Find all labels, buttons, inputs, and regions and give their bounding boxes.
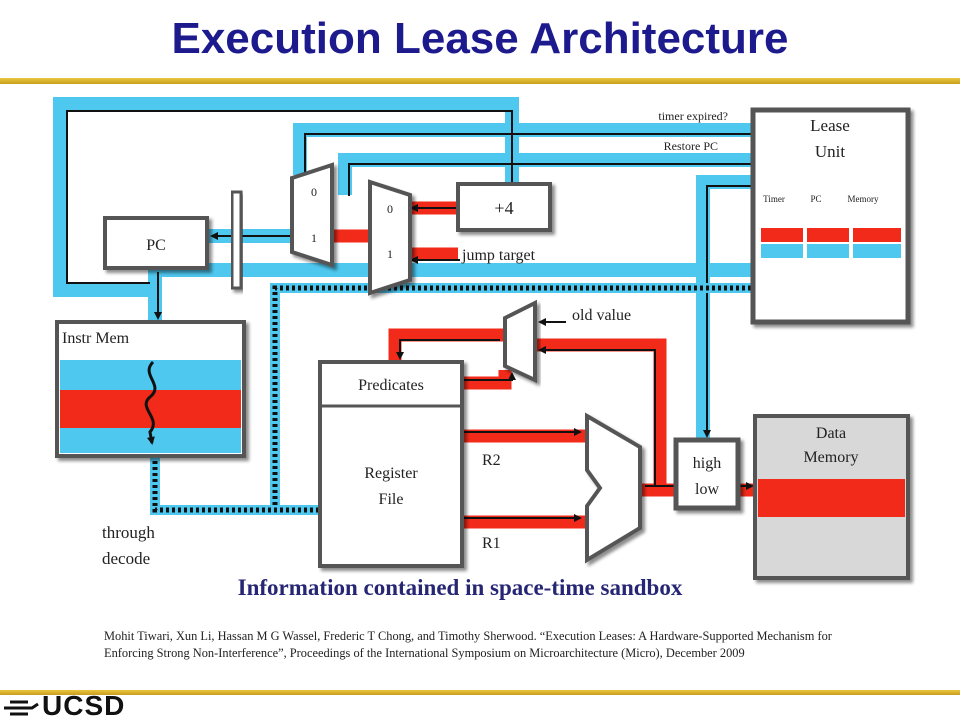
instruction-memory: Instr Mem xyxy=(55,320,246,458)
ucsd-logo-text: UCSD xyxy=(42,690,126,721)
writeback-mux xyxy=(503,299,537,384)
register-file: Predicates Register File xyxy=(318,360,464,568)
high-label: high xyxy=(693,455,721,472)
pc-select-mux: 0 1 xyxy=(290,162,334,268)
port-r1-label: R1 xyxy=(482,535,501,552)
pc-label: PC xyxy=(146,237,166,254)
through-label: through xyxy=(102,523,155,542)
register-file-label-1: Register xyxy=(364,465,418,482)
jump-target-label: jump target xyxy=(461,247,536,264)
mux-left-input-0: 0 xyxy=(311,185,317,199)
sandbox-caption: Information contained in space-time sand… xyxy=(237,575,683,600)
title-rule xyxy=(0,78,960,84)
alu xyxy=(585,412,642,564)
plus4-label: +4 xyxy=(494,198,513,218)
port-r2-label: R2 xyxy=(482,452,501,469)
ucsd-logo: UCSD xyxy=(2,690,152,721)
low-label: low xyxy=(695,481,719,498)
high-low-register: high low xyxy=(673,437,741,511)
data-memory-label-1: Data xyxy=(816,425,846,442)
instr-mem-label: Instr Mem xyxy=(62,330,130,347)
mux-mid-input-1: 1 xyxy=(387,247,393,261)
lease-field-pc: PC xyxy=(810,194,821,204)
restore-pc-label: Restore PC xyxy=(664,139,718,153)
pipeline-latch xyxy=(230,190,243,290)
lease-field-timer: Timer xyxy=(763,194,785,204)
register-file-label-2: File xyxy=(379,491,404,508)
slide-title: Execution Lease Architecture xyxy=(171,14,789,63)
pc-register: PC xyxy=(103,216,209,270)
lease-unit-title-1: Lease xyxy=(810,116,850,135)
mux-left-input-1: 1 xyxy=(311,231,317,245)
lease-unit-title-2: Unit xyxy=(815,142,846,161)
ucsd-trident-logo-icon xyxy=(4,700,39,716)
control-lines xyxy=(66,110,756,438)
through-decode-path xyxy=(150,283,752,515)
lease-unit: Lease Unit Timer PC Memory xyxy=(750,107,911,325)
predicates-label: Predicates xyxy=(358,377,424,394)
mux-mid-input-0: 0 xyxy=(387,202,393,216)
next-pc-mux: 0 1 xyxy=(368,179,412,296)
old-value-label: old value xyxy=(572,307,631,324)
data-memory-label-2: Memory xyxy=(803,449,858,466)
data-memory: Data Memory xyxy=(753,414,910,580)
plus4-adder: +4 xyxy=(456,182,552,232)
bottom-rule xyxy=(0,690,960,695)
citation: Mohit Tiwari, Xun Li, Hassan M G Wassel,… xyxy=(104,629,832,660)
timer-expired-label: timer expired? xyxy=(658,109,728,123)
lease-field-memory: Memory xyxy=(848,194,879,204)
squiggle-arrow-icon xyxy=(144,360,157,445)
decode-label: decode xyxy=(102,549,150,568)
